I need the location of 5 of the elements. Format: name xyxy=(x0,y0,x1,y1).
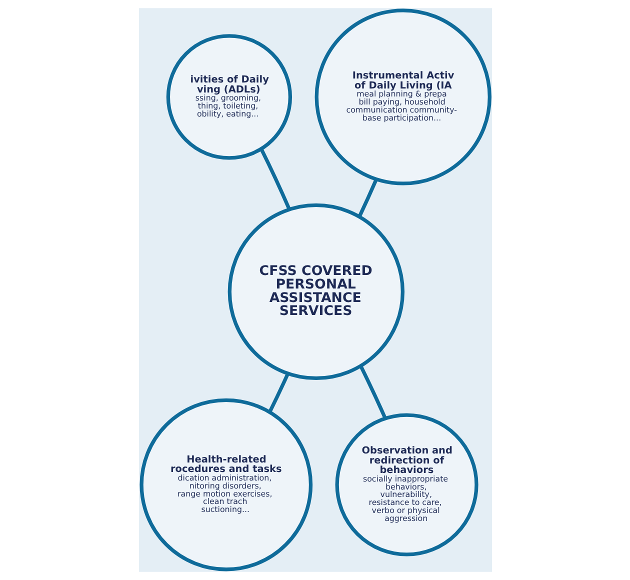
node-circle: CFSS COVERED PERSONAL ASSISTANCE SERVICES xyxy=(227,203,404,380)
connector xyxy=(357,178,378,218)
connector xyxy=(259,148,291,210)
connector xyxy=(358,365,386,420)
connector xyxy=(268,372,290,413)
